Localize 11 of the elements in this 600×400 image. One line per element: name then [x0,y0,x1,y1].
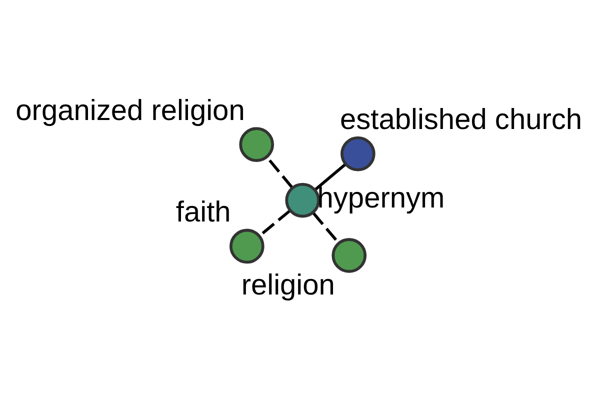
node-circle [230,228,264,264]
node-circle [332,238,367,273]
node-label: religion [241,270,335,302]
node-label: established church [340,104,582,136]
node-circle [340,136,376,172]
node-label: hypernym [317,182,445,215]
node-circle [285,182,320,218]
connector [314,163,346,191]
node-label: faith [176,196,231,229]
node-label: organized religion [16,94,245,127]
node-circle [239,127,274,162]
